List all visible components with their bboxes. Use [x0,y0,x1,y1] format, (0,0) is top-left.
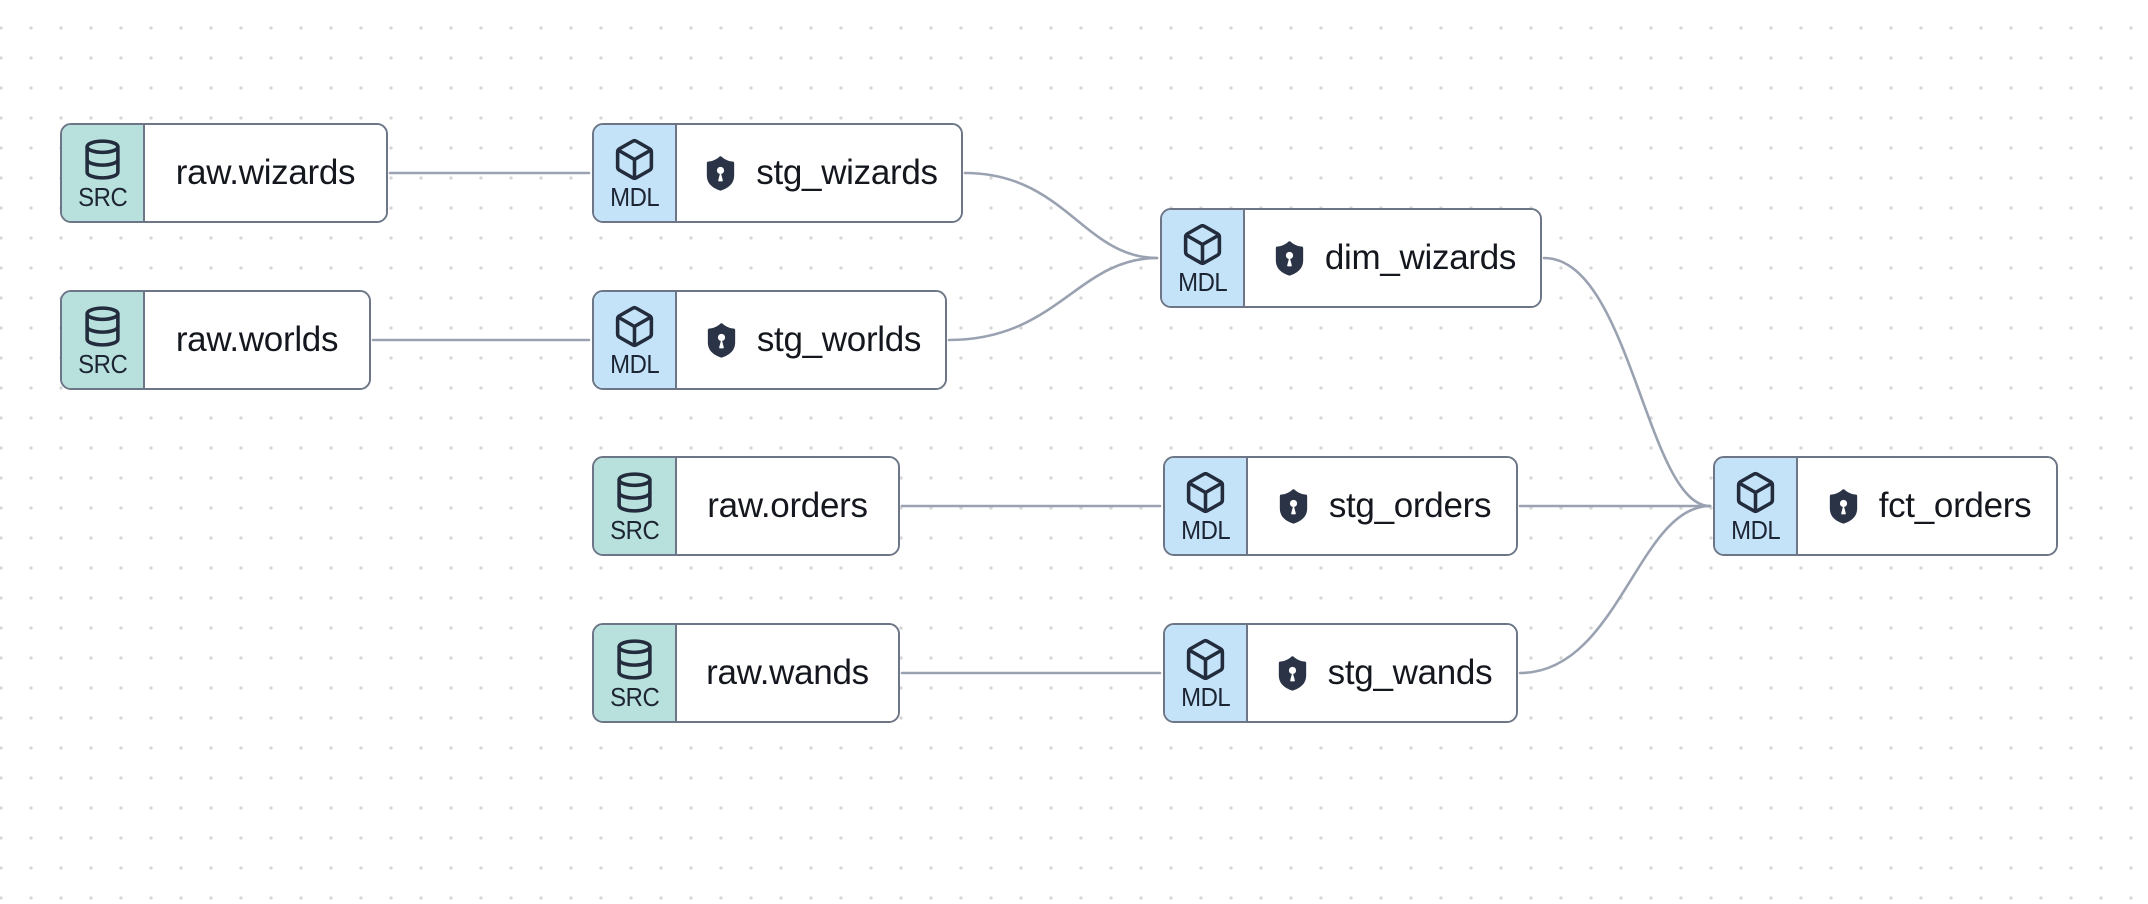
cube-icon [1180,222,1225,267]
database-icon [612,637,657,682]
node-label: stg_worlds [756,320,922,359]
shield-lock-icon [1269,238,1310,279]
node-stg_orders[interactable]: MDL stg_orders [1163,456,1518,556]
node-label: raw.wands [706,653,869,692]
node-type-badge: SRC [62,125,145,221]
database-icon [80,304,125,349]
cube-icon [612,304,657,349]
node-type-label: MDL [1177,267,1228,298]
edge-stg_worlds-to-dim_wizards [947,256,1159,342]
node-fct_orders[interactable]: MDL fct_orders [1713,456,2058,556]
edge-stg_wizards-to-dim_wizards [963,171,1159,260]
node-label: fct_orders [1878,486,2032,525]
node-type-badge: MDL [1162,210,1245,306]
node-type-badge: SRC [62,292,145,388]
node-label: raw.orders [707,486,868,525]
node-stg_wands[interactable]: MDL stg_wands [1163,623,1518,723]
node-body: raw.worlds [145,292,369,388]
node-type-badge: MDL [594,125,677,221]
shield-lock-icon [1823,486,1864,527]
node-raw_wands[interactable]: SRC raw.wands [592,623,900,723]
node-body: fct_orders [1798,458,2056,554]
node-type-badge: MDL [1165,458,1248,554]
node-label: stg_orders [1328,486,1492,525]
node-type-badge: SRC [594,458,677,554]
node-label: dim_wizards [1324,238,1517,277]
database-icon [612,470,657,515]
node-type-label: SRC [609,515,660,546]
node-type-label: MDL [1180,515,1231,546]
shield-lock-icon [1273,486,1314,527]
node-stg_wizards[interactable]: MDL stg_wizards [592,123,963,223]
cube-icon [1183,470,1228,515]
node-raw_worlds[interactable]: SRC raw.worlds [60,290,371,390]
cube-icon [1733,470,1778,515]
shield-lock-icon [700,153,741,194]
node-type-label: SRC [77,349,128,380]
node-body: raw.wands [677,625,898,721]
node-body: raw.orders [677,458,898,554]
database-icon [80,137,125,182]
shield-lock-icon [701,320,742,361]
cube-icon [1183,637,1228,682]
node-raw_wizards[interactable]: SRC raw.wizards [60,123,388,223]
node-type-label: SRC [77,182,128,213]
node-label: raw.wizards [175,153,356,192]
node-body: raw.wizards [145,125,386,221]
edge-stg_wands-to-fct_orders [1518,504,1712,675]
node-body: stg_worlds [677,292,945,388]
node-stg_worlds[interactable]: MDL stg_worlds [592,290,947,390]
node-type-label: MDL [1730,515,1781,546]
node-type-badge: MDL [1715,458,1798,554]
node-label: stg_wands [1327,653,1493,692]
node-label: stg_wizards [756,153,938,192]
node-type-badge: SRC [594,625,677,721]
node-type-badge: MDL [1165,625,1248,721]
node-type-label: MDL [609,182,660,213]
node-type-label: SRC [609,682,660,713]
node-body: stg_wands [1248,625,1516,721]
node-body: stg_orders [1248,458,1516,554]
edge-dim_wizards-to-fct_orders [1542,256,1712,508]
node-type-label: MDL [609,349,660,380]
node-raw_orders[interactable]: SRC raw.orders [592,456,900,556]
node-body: stg_wizards [677,125,961,221]
node-body: dim_wizards [1245,210,1540,306]
node-type-label: MDL [1180,682,1231,713]
node-label: raw.worlds [175,320,339,359]
shield-lock-icon [1272,653,1313,694]
cube-icon [612,137,657,182]
node-dim_wizards[interactable]: MDL dim_wizards [1160,208,1542,308]
node-type-badge: MDL [594,292,677,388]
